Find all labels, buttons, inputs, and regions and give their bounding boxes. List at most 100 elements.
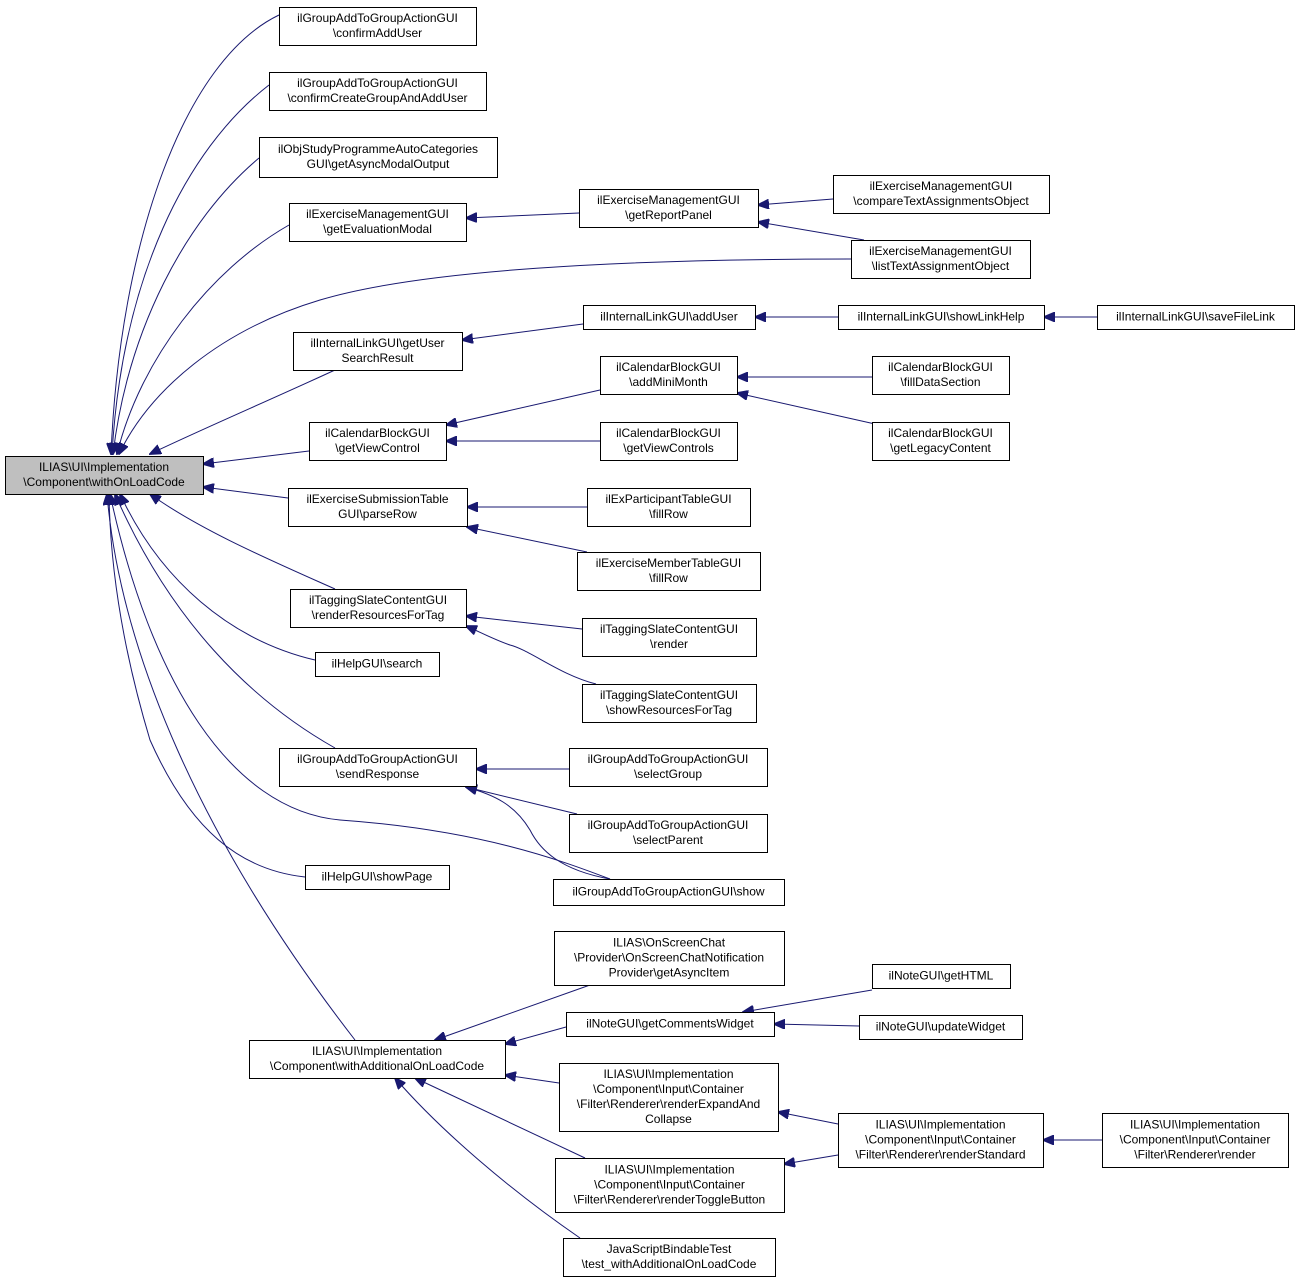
node-box xyxy=(305,865,450,890)
node-label-line: ilHelpGUI\showPage xyxy=(322,870,433,884)
node-box xyxy=(833,175,1050,214)
graph-node-exMemFillRow[interactable]: ilExerciseMemberTableGUI\fillRow xyxy=(577,552,761,591)
node-label-line: \Component\withAdditionalOnLoadCode xyxy=(270,1059,484,1073)
node-label-line: \getEvaluationModal xyxy=(323,222,432,236)
node-box xyxy=(851,240,1031,279)
node-label-line: \listTextAssignmentObject xyxy=(872,259,1010,273)
node-label-line: ilInternalLinkGUI\showLinkHelp xyxy=(858,310,1025,324)
node-label-line: \Filter\Renderer\renderStandard xyxy=(855,1148,1025,1162)
node-box xyxy=(569,814,768,853)
node-box xyxy=(559,1063,779,1132)
call-edge-selectParent-to-sendResponse xyxy=(466,787,578,815)
node-label-line: Provider\getAsyncItem xyxy=(609,966,730,980)
graph-node-saveFileLink[interactable]: ilInternalLinkGUI\saveFileLink xyxy=(1097,305,1295,330)
node-box xyxy=(290,589,467,628)
graph-node-renderResForTag[interactable]: ilTaggingSlateContentGUI\renderResources… xyxy=(290,589,467,628)
node-box xyxy=(579,189,759,228)
node-box xyxy=(279,7,477,46)
graph-node-noteGetHTML[interactable]: ilNoteGUI\getHTML xyxy=(872,964,1011,989)
call-edge-getLegacyContent-to-addMiniMonth xyxy=(737,393,876,425)
call-edge-renderStandard-to-renderExpand xyxy=(778,1112,839,1125)
graph-node-addMiniMonth[interactable]: ilCalendarBlockGUI\addMiniMonth xyxy=(600,356,738,395)
graph-node-jsBindable[interactable]: JavaScriptBindableTest\test_withAddition… xyxy=(563,1238,776,1277)
node-box xyxy=(279,748,477,787)
node-box xyxy=(583,305,756,330)
graph-node-selectParent[interactable]: ilGroupAddToGroupActionGUI\selectParent xyxy=(569,814,768,853)
call-edge-addUser-to-getUserSearch xyxy=(462,323,584,340)
node-label-line: ilNoteGUI\updateWidget xyxy=(876,1020,1006,1034)
node-label-line: \getViewControl xyxy=(335,441,420,455)
node-label-line: ilInternalLinkGUI\saveFileLink xyxy=(1116,310,1276,324)
graph-node-sendResponse[interactable]: ilGroupAddToGroupActionGUI\sendResponse xyxy=(279,748,477,787)
graph-node-confirmCreate[interactable]: ilGroupAddToGroupActionGUI\confirmCreate… xyxy=(269,72,487,111)
node-label-line: ilCalendarBlockGUI xyxy=(616,426,721,440)
graph-node-exPartFillRow[interactable]: ilExParticipantTableGUI\fillRow xyxy=(587,488,751,527)
graph-node-groupShow[interactable]: ilGroupAddToGroupActionGUI\show xyxy=(553,879,785,906)
node-box xyxy=(269,72,487,111)
call-edge-renderStandard-to-renderToggle xyxy=(784,1154,839,1164)
graph-node-withAdditional[interactable]: ILIAS\UI\Implementation\Component\withAd… xyxy=(249,1040,506,1079)
graph-node-tagRender[interactable]: ilTaggingSlateContentGUI\render xyxy=(582,618,757,657)
node-box xyxy=(293,332,463,371)
call-edge-listText-to-root xyxy=(119,258,852,454)
node-box xyxy=(582,618,757,657)
graph-node-getViewControls[interactable]: ilCalendarBlockGUI\getViewControls xyxy=(600,422,738,461)
graph-node-getCommentsWidget[interactable]: ilNoteGUI\getCommentsWidget xyxy=(566,1012,775,1037)
node-box xyxy=(859,1015,1023,1040)
graph-node-filterRender[interactable]: ILIAS\UI\Implementation\Component\Input\… xyxy=(1102,1113,1289,1168)
graph-node-chatNotif[interactable]: ILIAS\OnScreenChat\Provider\OnScreenChat… xyxy=(554,931,785,986)
graph-node-showResForTag[interactable]: ilTaggingSlateContentGUI\showResourcesFo… xyxy=(582,684,757,723)
node-label-line: ilExParticipantTableGUI xyxy=(605,492,731,506)
graph-node-compareText[interactable]: ilExerciseManagementGUI\compareTextAssig… xyxy=(833,175,1050,214)
node-label-line: \addMiniMonth xyxy=(629,375,708,389)
graph-node-confirmAddUser[interactable]: ilGroupAddToGroupActionGUI\confirmAddUse… xyxy=(279,7,477,46)
node-label-line: ILIAS\UI\Implementation xyxy=(39,460,169,474)
node-box xyxy=(1102,1113,1289,1168)
node-box xyxy=(289,203,467,242)
node-box xyxy=(838,305,1045,330)
call-edge-exMemFillRow-to-parseRow xyxy=(467,527,588,553)
node-box xyxy=(600,422,738,461)
graph-node-helpSearch[interactable]: ilHelpGUI\search xyxy=(315,652,440,677)
node-label-line: ilExerciseManagementGUI xyxy=(870,179,1013,193)
node-label-line: \compareTextAssignmentsObject xyxy=(853,194,1029,208)
graph-node-renderExpand[interactable]: ILIAS\UI\Implementation\Component\Input\… xyxy=(559,1063,779,1132)
graph-node-getReportPanel[interactable]: ilExerciseManagementGUI\getReportPanel xyxy=(579,189,759,228)
graph-node-helpShowPage[interactable]: ilHelpGUI\showPage xyxy=(305,865,450,890)
node-label-line: ILIAS\UI\Implementation xyxy=(312,1044,442,1058)
node-box xyxy=(587,488,751,527)
graph-node-getEvalModal[interactable]: ilExerciseManagementGUI\getEvaluationMod… xyxy=(289,203,467,242)
node-label-line: ILIAS\UI\Implementation xyxy=(604,1163,734,1177)
graph-node-addUser[interactable]: ilInternalLinkGUI\addUser xyxy=(583,305,756,330)
node-label-line: \fillRow xyxy=(649,507,688,521)
graph-node-renderStandard[interactable]: ILIAS\UI\Implementation\Component\Input\… xyxy=(838,1113,1044,1168)
graph-node-fillDataSection[interactable]: ilCalendarBlockGUI\fillDataSection xyxy=(872,356,1010,395)
node-box xyxy=(569,748,768,787)
node-label-line: ilExerciseMemberTableGUI xyxy=(596,556,741,570)
node-label-line: \Component\Input\Container xyxy=(1120,1133,1271,1147)
node-label-line: ilGroupAddToGroupActionGUI\show xyxy=(572,885,764,899)
graph-node-showLinkHelp[interactable]: ilInternalLinkGUI\showLinkHelp xyxy=(838,305,1045,330)
graph-node-studyProg[interactable]: ilObjStudyProgrammeAutoCategoriesGUI\get… xyxy=(259,137,498,178)
node-label-line: ILIAS\UI\Implementation xyxy=(603,1067,733,1081)
node-label-line: \Provider\OnScreenChatNotification xyxy=(574,951,764,965)
node-label-line: ilTaggingSlateContentGUI xyxy=(600,622,738,636)
node-label-line: ILIAS\OnScreenChat xyxy=(613,936,726,950)
graph-node-noteUpdateWidget[interactable]: ilNoteGUI\updateWidget xyxy=(859,1015,1023,1040)
node-box xyxy=(872,964,1011,989)
graph-node-getViewControl[interactable]: ilCalendarBlockGUI\getViewControl xyxy=(309,422,447,461)
node-box xyxy=(1097,305,1295,330)
node-box xyxy=(553,879,785,906)
graph-node-selectGroup[interactable]: ilGroupAddToGroupActionGUI\selectGroup xyxy=(569,748,768,787)
graph-node-getLegacyContent[interactable]: ilCalendarBlockGUI\getLegacyContent xyxy=(872,422,1010,461)
node-label-line: ilExerciseSubmissionTable xyxy=(306,492,448,506)
node-label-line: \Filter\Renderer\renderToggleButton xyxy=(574,1193,765,1207)
call-edge-studyProg-to-root xyxy=(113,157,260,454)
graph-node-renderToggle[interactable]: ILIAS\UI\Implementation\Component\Input\… xyxy=(555,1158,785,1213)
graph-node-listText[interactable]: ilExerciseManagementGUI\listTextAssignme… xyxy=(851,240,1031,279)
node-label-line: ilTaggingSlateContentGUI xyxy=(309,593,447,607)
call-edge-renderToggle-to-withAdditional xyxy=(415,1078,586,1159)
